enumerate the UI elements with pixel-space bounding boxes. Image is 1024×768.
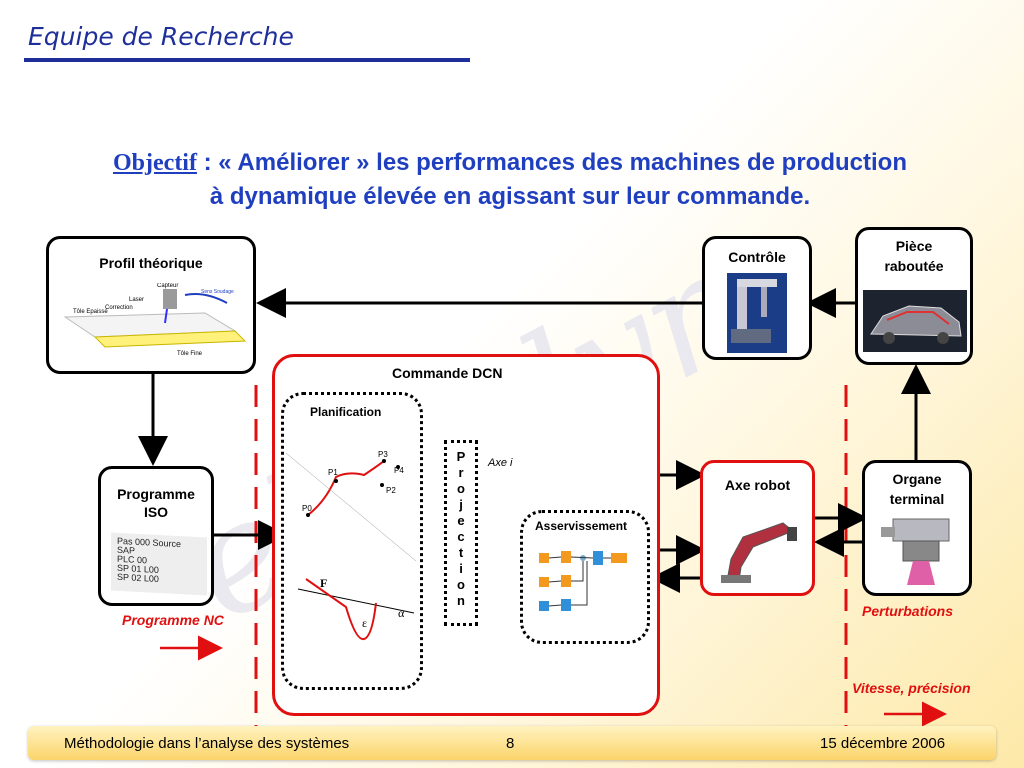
projection-label: P r o j e c t i o n <box>447 449 475 609</box>
force-label: F <box>320 576 327 590</box>
asservissement-box: Asservissement <box>520 510 650 644</box>
axe-i-label: Axe i <box>488 457 513 469</box>
organe-title-line1: Organe <box>892 471 942 487</box>
label-correction: Correction <box>105 305 133 311</box>
label-tole-fine: Tôle Fine <box>177 351 203 357</box>
axe-robot-box: Axe robot <box>700 460 815 596</box>
end-effector-image <box>881 518 950 585</box>
point-p3: P3 <box>378 450 388 459</box>
projection-letter: c <box>457 529 465 544</box>
profil-theorique-box: Profil théorique Capteur Laser Correctio… <box>46 236 256 374</box>
objective-text-1: : « Améliorer » les performances des mac… <box>196 149 907 176</box>
cmm-machine-image <box>727 273 787 353</box>
point-p2: P2 <box>386 486 396 495</box>
projection-letter: t <box>458 545 464 560</box>
planification-box: Planification P0 P1 P2 P3 P4 F ε α <box>281 392 423 690</box>
organe-terminal-box: Organe terminal <box>862 460 972 596</box>
car-body-image <box>863 290 967 352</box>
commande-dcn-title: Commande DCN <box>392 365 503 381</box>
title-underline <box>24 58 470 62</box>
projection-letter: r <box>458 465 464 480</box>
projection-box: P r o j e c t i o n <box>444 440 478 626</box>
label-tole-epaisse: Tôle Epaisse <box>73 309 108 315</box>
point-p4: P4 <box>394 466 404 475</box>
point-p0: P0 <box>302 504 312 513</box>
controle-title: Contrôle <box>728 249 786 265</box>
organe-terminal-title: Organe terminal <box>865 469 969 509</box>
axe-robot-title: Axe robot <box>724 477 791 493</box>
projection-letter: i <box>459 561 463 576</box>
organe-title-line2: terminal <box>889 491 945 507</box>
control-loop-diagram <box>539 551 627 611</box>
objective-statement: Objectif : « Améliorer » les performance… <box>30 146 990 214</box>
label-sens-soudage: Sens Soudage <box>201 289 234 295</box>
programme-iso-line2: ISO <box>143 504 169 520</box>
programme-nc-label: Programme NC <box>122 612 224 628</box>
projection-letter: o <box>457 577 465 592</box>
trajectory-plot: P0 P1 P2 P3 P4 F ε α <box>286 450 417 641</box>
projection-letter: n <box>457 593 465 608</box>
footer-left-text: Méthodologie dans l’analyse des systèmes <box>64 735 350 752</box>
alpha-label: α <box>398 606 405 620</box>
label-laser: Laser <box>129 297 144 303</box>
programme-iso-title: Programme ISO <box>101 485 211 521</box>
point-p1: P1 <box>328 468 338 477</box>
footer-page-number: 8 <box>506 735 515 752</box>
piece-title-line2: raboutée <box>884 258 944 274</box>
projection-letter: P <box>456 449 466 464</box>
objective-label: Objectif <box>113 150 197 176</box>
laser-welding-illustration: Capteur Laser Correction Sens Soudage Tô… <box>63 283 247 357</box>
iso-code-listing: Pas 000 Source SAP PLC 00 SP 01 L00 SP 0… <box>111 532 207 596</box>
projection-letter: j <box>459 497 463 512</box>
projection-letter: o <box>457 481 465 496</box>
objective-line-2: à dynamique élevée en agissant sur leur … <box>209 183 811 210</box>
perturbations-label: Perturbations <box>862 603 954 619</box>
slide-title: Equipe de Recherche <box>28 22 294 51</box>
piece-raboutee-title: Pièce raboutée <box>858 236 970 276</box>
piece-title-line1: Pièce <box>895 238 933 254</box>
programme-iso-line1: Programme <box>117 486 195 502</box>
robot-arm-image <box>721 522 797 583</box>
label-capteur: Capteur <box>157 283 178 289</box>
controle-box: Contrôle <box>702 236 812 360</box>
footer-bar: Méthodologie dans l’analyse des systèmes… <box>28 726 996 760</box>
epsilon-label: ε <box>362 616 367 630</box>
objective-line-1: Objectif : « Améliorer » les performance… <box>30 146 990 180</box>
profil-theorique-title: Profil théorique <box>99 255 203 271</box>
projection-letter: e <box>457 513 465 528</box>
footer-date: 15 décembre 2006 <box>820 735 946 752</box>
planification-title: Planification <box>310 405 382 419</box>
programme-iso-box: Programme ISO Pas 000 Source SAP PLC 00 … <box>98 466 214 606</box>
asservissement-title: Asservissement <box>535 519 628 533</box>
piece-raboutee-box: Pièce raboutée <box>855 227 973 365</box>
vitesse-precision-label: Vitesse, précision <box>852 680 971 696</box>
